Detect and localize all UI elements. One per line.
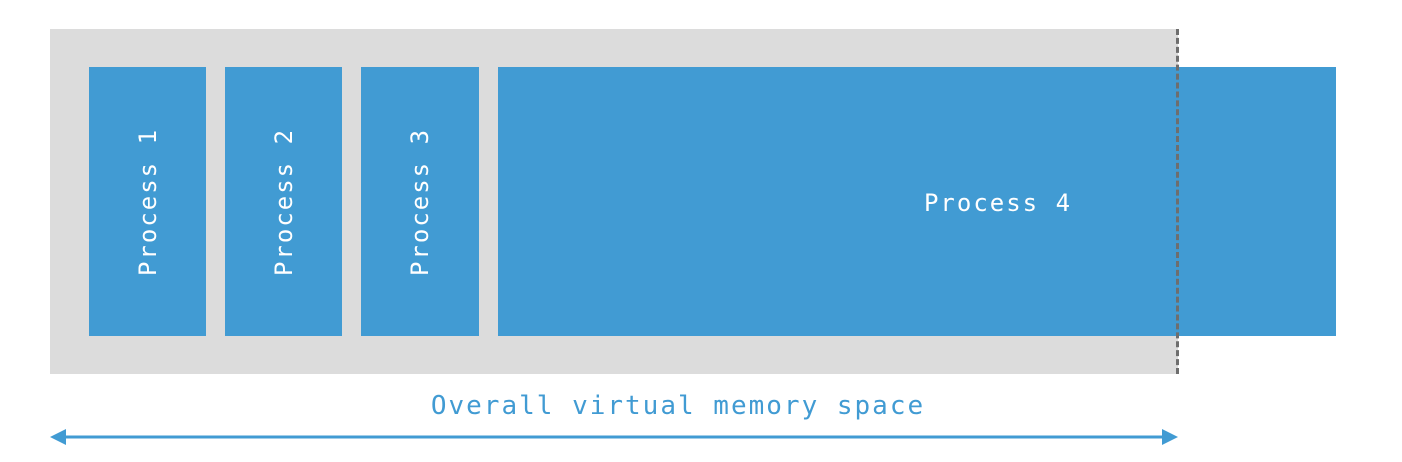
- process-3-label: Process 3: [406, 127, 434, 276]
- arrow-head-left: [50, 429, 66, 445]
- process-4-label: Process 4: [923, 189, 1073, 217]
- process-4-block: Process 4: [498, 67, 1336, 336]
- process-3-block: Process 3: [361, 67, 479, 336]
- memory-boundary-dashed-line: [1176, 29, 1179, 374]
- process-2-label: Process 2: [269, 127, 298, 276]
- process-1-block: Process 1: [89, 67, 206, 336]
- memory-space-label: Overall virtual memory space: [430, 391, 926, 421]
- process-1-label: Process 1: [133, 127, 162, 276]
- arrow-head-right: [1162, 429, 1178, 445]
- process-2-block: Process 2: [225, 67, 342, 336]
- double-headed-arrow: [50, 429, 1178, 445]
